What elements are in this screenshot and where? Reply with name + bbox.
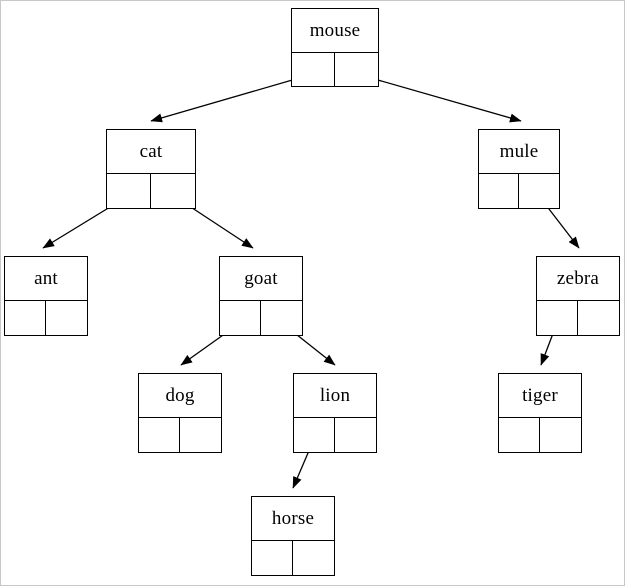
tree-node-mouse[interactable]: mouse bbox=[291, 8, 379, 87]
node-pointer-row-tiger bbox=[499, 418, 581, 452]
node-label-zebra: zebra bbox=[537, 257, 619, 301]
tree-node-dog[interactable]: dog bbox=[138, 373, 222, 453]
tree-node-zebra[interactable]: zebra bbox=[536, 256, 620, 336]
node-left-pointer-dog[interactable] bbox=[139, 418, 180, 452]
node-pointer-row-horse bbox=[252, 541, 334, 575]
node-pointer-row-dog bbox=[139, 418, 221, 452]
node-left-pointer-tiger[interactable] bbox=[499, 418, 540, 452]
tree-node-horse[interactable]: horse bbox=[251, 496, 335, 576]
node-label-mule: mule bbox=[479, 130, 559, 174]
node-right-pointer-mule[interactable] bbox=[519, 174, 559, 208]
node-pointer-row-ant bbox=[5, 301, 87, 335]
node-right-pointer-horse[interactable] bbox=[293, 541, 334, 575]
node-right-pointer-dog[interactable] bbox=[180, 418, 221, 452]
node-pointer-row-mule bbox=[479, 174, 559, 208]
node-pointer-row-zebra bbox=[537, 301, 619, 335]
node-label-mouse: mouse bbox=[292, 9, 378, 53]
node-label-lion: lion bbox=[294, 374, 376, 418]
tree-node-goat[interactable]: goat bbox=[219, 256, 303, 336]
node-right-pointer-goat[interactable] bbox=[261, 301, 302, 335]
node-right-pointer-mouse[interactable] bbox=[335, 53, 378, 86]
tree-node-lion[interactable]: lion bbox=[293, 373, 377, 453]
node-left-pointer-ant[interactable] bbox=[5, 301, 46, 335]
node-label-cat: cat bbox=[107, 130, 195, 174]
node-left-pointer-goat[interactable] bbox=[220, 301, 261, 335]
node-right-pointer-tiger[interactable] bbox=[540, 418, 581, 452]
node-label-goat: goat bbox=[220, 257, 302, 301]
node-pointer-row-lion bbox=[294, 418, 376, 452]
tree-node-cat[interactable]: cat bbox=[106, 129, 196, 209]
node-left-pointer-mouse[interactable] bbox=[292, 53, 335, 86]
node-right-pointer-lion[interactable] bbox=[335, 418, 376, 452]
node-label-tiger: tiger bbox=[499, 374, 581, 418]
tree-node-ant[interactable]: ant bbox=[4, 256, 88, 336]
node-pointer-row-mouse bbox=[292, 53, 378, 86]
node-left-pointer-zebra[interactable] bbox=[537, 301, 578, 335]
tree-node-tiger[interactable]: tiger bbox=[498, 373, 582, 453]
node-left-pointer-lion[interactable] bbox=[294, 418, 335, 452]
node-right-pointer-cat[interactable] bbox=[151, 174, 195, 208]
edge-mouse-left-to-cat bbox=[150, 73, 314, 123]
node-label-dog: dog bbox=[139, 374, 221, 418]
node-right-pointer-zebra[interactable] bbox=[578, 301, 619, 335]
node-left-pointer-horse[interactable] bbox=[252, 541, 293, 575]
node-label-horse: horse bbox=[252, 497, 334, 541]
node-left-pointer-cat[interactable] bbox=[107, 174, 151, 208]
node-pointer-row-goat bbox=[220, 301, 302, 335]
tree-node-mule[interactable]: mule bbox=[478, 129, 560, 209]
edge-mouse-right-to-mule bbox=[356, 73, 522, 123]
node-right-pointer-ant[interactable] bbox=[46, 301, 87, 335]
node-pointer-row-cat bbox=[107, 174, 195, 208]
node-left-pointer-mule[interactable] bbox=[479, 174, 519, 208]
node-label-ant: ant bbox=[5, 257, 87, 301]
